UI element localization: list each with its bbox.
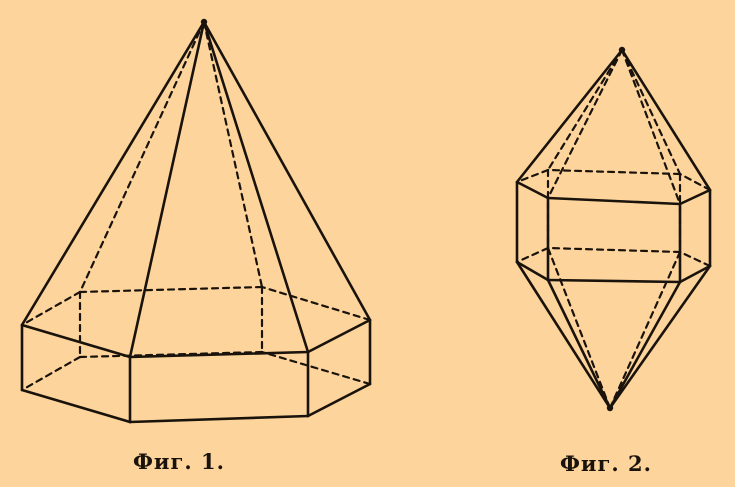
- fig2-upper-lateral-hidden-edge: [620, 48, 682, 206]
- figure-1-hexagonal-pyramid: [20, 18, 372, 424]
- fig2-upper-lateral-edge: [515, 48, 624, 184]
- fig2-upper-hexagon-edge: [515, 180, 550, 200]
- fig1-top-hexagon-edge: [306, 318, 372, 354]
- fig1-bottom-hexagon-edge: [128, 414, 310, 424]
- fig1-top-hexagon-hidden-edge: [260, 285, 372, 322]
- figure-2-caption: Фиг. 2.: [560, 451, 652, 476]
- fig1-lateral-hidden-edge: [78, 20, 206, 294]
- fig1-bottom-hexagon-hidden-edge: [78, 350, 264, 359]
- fig2-upper-hexagon-edge: [678, 188, 712, 206]
- fig1-bottom-hexagon-edge: [20, 388, 132, 424]
- fig2-lower-hexagon-edge: [546, 278, 682, 284]
- fig1-apex: [200, 18, 208, 26]
- fig1-top-hexagon-edge: [20, 323, 132, 359]
- fig1-lateral-hidden-edge: [202, 20, 264, 289]
- fig2-upper-hexagon-edge: [546, 196, 682, 206]
- fig2-lower-lateral-edge: [515, 260, 612, 410]
- fig2-lower-lateral-hidden-edge: [546, 246, 612, 410]
- fig1-bottom-hexagon-hidden-edge: [260, 350, 372, 386]
- fig2-upper-lateral-hidden-edge: [546, 48, 624, 200]
- fig2-upper-lateral-edge: [620, 48, 712, 192]
- fig1-lateral-edge: [202, 20, 372, 322]
- fig1-bottom-hexagon-hidden-edge: [20, 355, 82, 392]
- fig2-upper-hexagon-hidden-edge: [515, 168, 550, 184]
- fig2-bottom-apex: [606, 404, 614, 412]
- fig1-top-hexagon-edge: [128, 350, 310, 359]
- fig2-lower-hexagon-hidden-edge: [515, 246, 550, 264]
- figure-2-hexagonal-bipyramid: [515, 46, 712, 412]
- fig1-lateral-edge: [20, 20, 206, 327]
- fig2-lower-hexagon-edge: [678, 264, 712, 284]
- fig2-top-apex: [618, 46, 626, 54]
- fig2-lower-lateral-edge: [608, 264, 712, 410]
- fig2-lower-hexagon-hidden-edge: [678, 250, 712, 268]
- fig1-lateral-edge: [202, 20, 310, 354]
- fig2-lower-lateral-edge: [608, 280, 682, 410]
- fig2-lower-lateral-edge: [546, 278, 612, 410]
- fig2-lower-lateral-hidden-edge: [608, 250, 682, 410]
- fig2-upper-hexagon-hidden-edge: [546, 168, 682, 176]
- fig2-lower-hexagon-edge: [515, 260, 550, 282]
- fig2-upper-lateral-hidden-edge: [546, 48, 624, 172]
- fig1-top-hexagon-hidden-edge: [78, 285, 264, 294]
- fig2-upper-hexagon-hidden-edge: [678, 172, 712, 192]
- fig1-lateral-edge: [128, 20, 206, 359]
- fig1-top-hexagon-hidden-edge: [20, 290, 82, 327]
- fig2-upper-lateral-hidden-edge: [620, 48, 682, 176]
- figure-1-caption: Фиг. 1.: [133, 449, 225, 474]
- fig2-lower-hexagon-hidden-edge: [546, 246, 682, 254]
- fig1-bottom-hexagon-edge: [306, 382, 372, 418]
